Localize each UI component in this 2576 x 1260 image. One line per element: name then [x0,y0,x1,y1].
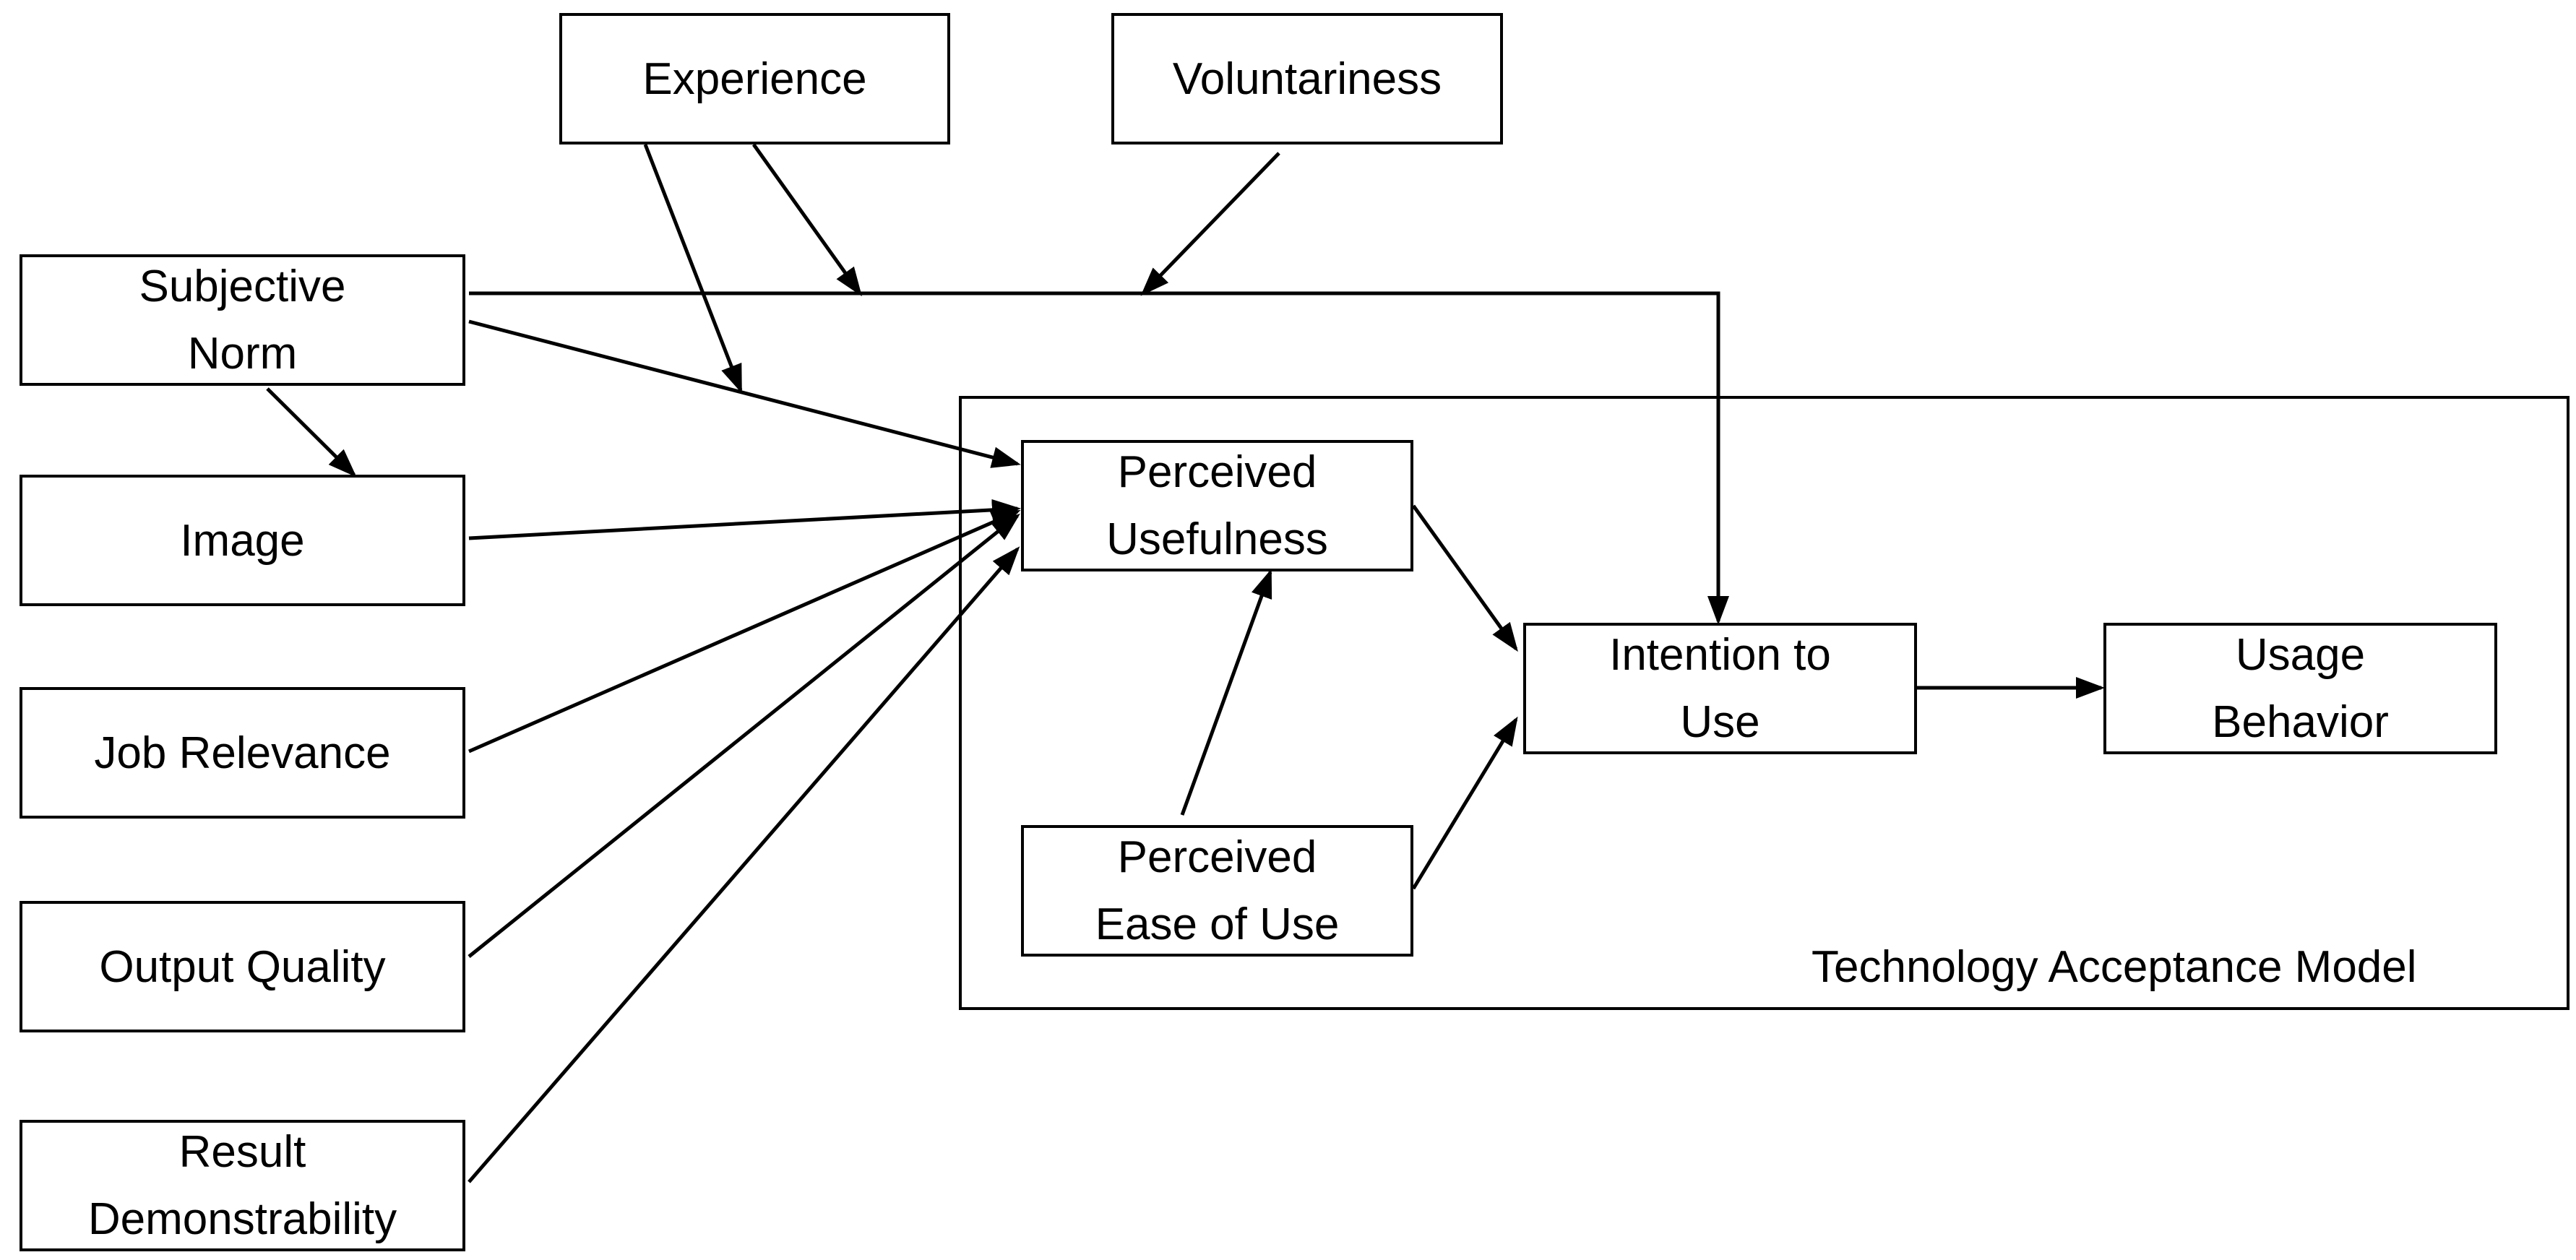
node-output-quality-label: Output Quality [99,941,386,992]
edge-experience-moderates-sn-pu [643,144,743,394]
edge-job-relevance-to-pu [468,509,1021,754]
node-perceived-ease-of-use: Perceived Ease of Use [1021,825,1413,957]
node-result-demonstrability-label-line2: Demonstrability [87,1194,397,1244]
node-usage-behavior-label-line1: Usage [2235,630,2366,680]
node-experience: Experience [559,13,950,144]
edge-result-demonstrability-to-pu [468,546,1020,1183]
node-job-relevance: Job Relevance [20,687,465,819]
edge-output-quality-to-pu [468,513,1020,958]
edge-peou-to-itu [1411,716,1518,890]
node-usage-behavior-label-line2: Behavior [2212,697,2389,747]
tam-frame-label: Technology Acceptance Model [1812,942,2417,992]
node-voluntariness: Voluntariness [1111,13,1503,144]
edge-pu-to-itu [1411,504,1518,652]
node-subjective-norm: Subjective Norm [20,254,465,386]
node-perceived-usefulness-label-line2: Usefulness [1106,514,1328,564]
edge-experience-moderates-sn-itu [751,143,862,297]
edge-subjective-norm-to-image [266,387,357,478]
node-perceived-ease-of-use-label-line2: Ease of Use [1095,899,1340,949]
tam-frame [959,396,2569,1010]
edge-subjective-norm-to-intention [469,291,1729,625]
edge-voluntariness-moderates-sn-itu [1140,152,1280,296]
node-intention-to-use-label-line1: Intention to [1609,630,1831,680]
node-intention-to-use-label-line2: Use [1680,697,1760,747]
node-experience-label: Experience [642,53,867,104]
node-image: Image [20,475,465,606]
edge-image-to-pu [468,499,1021,540]
node-subjective-norm-label-line1: Subjective [139,262,346,311]
node-intention-to-use: Intention to Use [1523,623,1917,754]
node-voluntariness-label: Voluntariness [1172,53,1442,104]
node-subjective-norm-label-line2: Norm [187,329,298,379]
node-output-quality: Output Quality [20,901,465,1032]
node-image-label: Image [180,515,305,566]
node-perceived-usefulness-label-line1: Perceived [1117,447,1317,497]
edge-peou-to-pu [1180,569,1272,816]
edge-subjective-norm-to-pu [468,319,1021,468]
node-job-relevance-label: Job Relevance [94,728,391,778]
node-result-demonstrability-label-line1: Result [178,1127,306,1177]
node-perceived-usefulness: Perceived Usefulness [1021,440,1413,571]
node-result-demonstrability: Result Demonstrability [20,1120,465,1251]
node-perceived-ease-of-use-label-line1: Perceived [1117,832,1317,882]
node-usage-behavior: Usage Behavior [2103,623,2497,754]
